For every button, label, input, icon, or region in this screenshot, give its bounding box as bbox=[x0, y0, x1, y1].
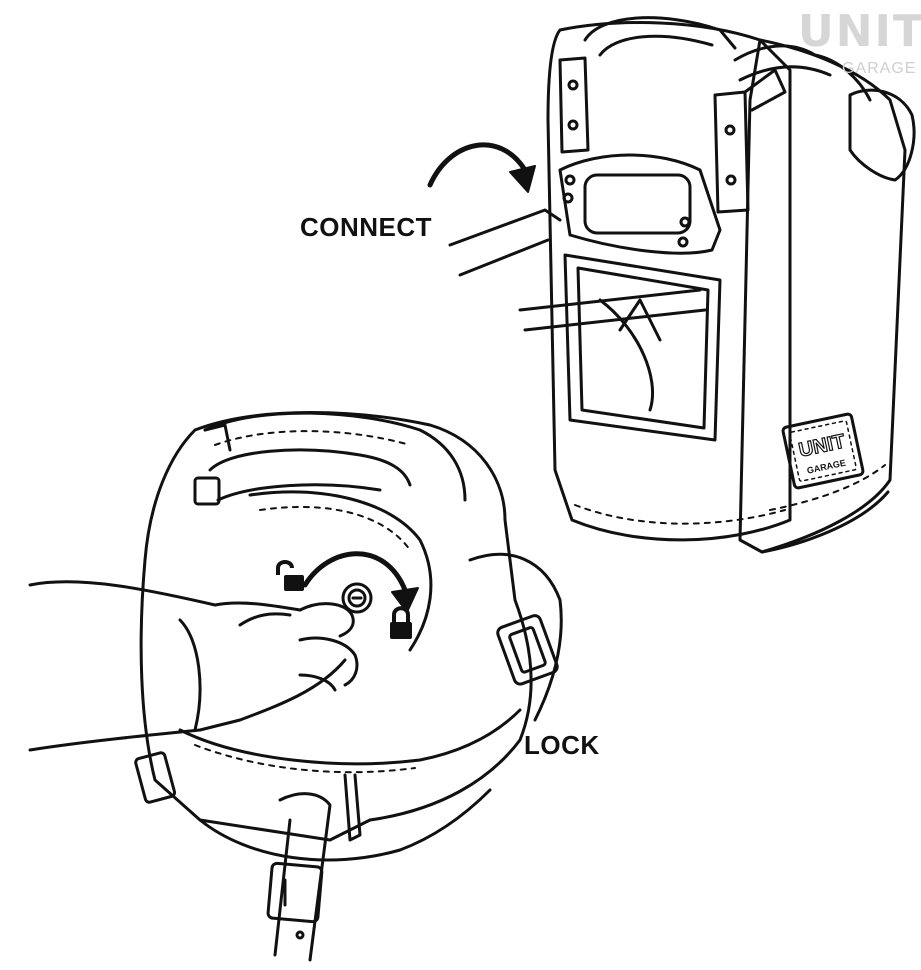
brand-patch: UNIT GARAGE bbox=[796, 430, 847, 476]
locked-padlock-icon bbox=[390, 606, 412, 639]
patch-main-text: UNIT bbox=[797, 430, 847, 461]
hand-illustration bbox=[28, 580, 359, 752]
lock-label: LOCK bbox=[524, 730, 600, 760]
bag-open-view bbox=[134, 411, 563, 962]
brand-watermark: UNIT GARAGE bbox=[798, 6, 921, 78]
curved-arrow-icon bbox=[427, 142, 536, 193]
brand-logo-main: UNIT bbox=[798, 6, 921, 57]
curved-arrow-icon bbox=[302, 551, 419, 613]
brand-logo-sub: GARAGE bbox=[842, 60, 917, 77]
bag-side-view bbox=[448, 16, 916, 554]
connect-label: CONNECT bbox=[300, 212, 433, 242]
unlocked-padlock-icon bbox=[276, 560, 304, 591]
